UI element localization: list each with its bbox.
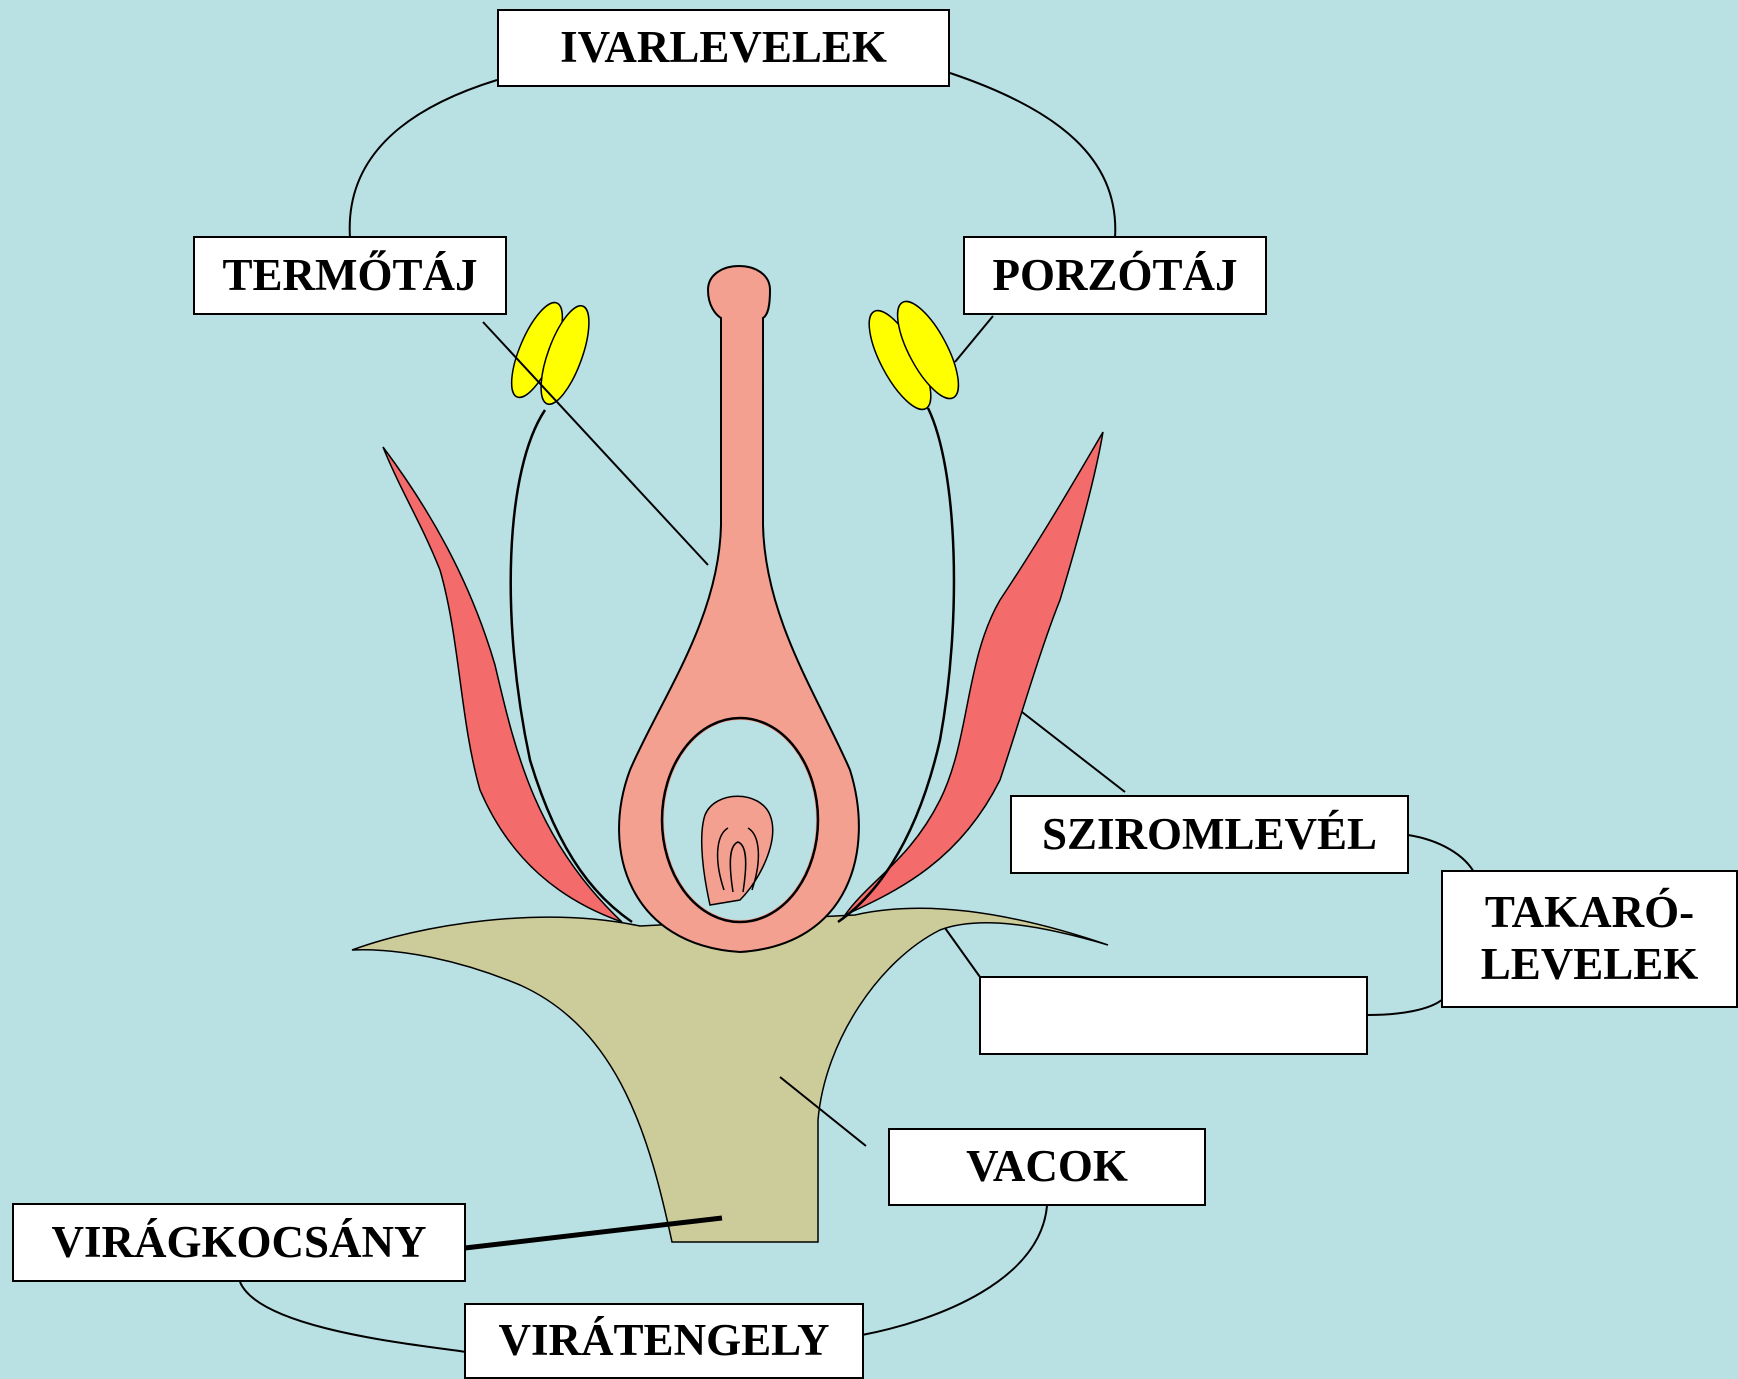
connector-sziromlevel-takarolevelek <box>1408 835 1475 874</box>
label-porzotaj: PORZÓTÁJ <box>963 236 1267 315</box>
pointer-csezelevel <box>945 928 980 977</box>
label-viragkocsany-text: VIRÁGKOCSÁNY <box>51 1217 426 1269</box>
anther-left <box>501 296 598 409</box>
connector-csezelevel-takarolevelek <box>1368 999 1443 1015</box>
label-porzotaj-text: PORZÓTÁJ <box>992 250 1237 302</box>
connector-viragkocsany-viratengely <box>240 1282 466 1352</box>
label-sziromlevel-text: SZIROMLEVÉL <box>1042 809 1377 861</box>
label-csezelevel <box>979 976 1368 1055</box>
label-vacok: VACOK <box>888 1128 1206 1206</box>
connector-ivarlevelek-termotaj <box>350 80 497 238</box>
label-viratengely-text: VIRÁTENGELY <box>499 1315 830 1367</box>
connector-vacok-viratengely <box>862 1206 1047 1335</box>
label-ivarlevelek: IVARLEVELEK <box>497 9 950 87</box>
pointer-termotaj <box>483 322 708 565</box>
label-sziromlevel: SZIROMLEVÉL <box>1010 795 1409 874</box>
pointer-porzotaj <box>955 316 993 362</box>
pointer-sziromlevel <box>1022 712 1125 792</box>
label-ivarlevelek-text: IVARLEVELEK <box>560 22 887 74</box>
label-takarolevelek-line1: TAKARÓ- <box>1485 887 1694 939</box>
label-takarolevelek-line2: LEVELEK <box>1481 939 1699 991</box>
connector-ivarlevelek-porzotaj <box>950 73 1115 238</box>
label-vacok-text: VACOK <box>966 1141 1128 1193</box>
label-termotaj-text: TERMŐTÁJ <box>222 250 477 302</box>
label-viratengely: VIRÁTENGELY <box>464 1303 864 1379</box>
petal-left <box>383 447 622 922</box>
anther-right <box>857 293 970 417</box>
label-viragkocsany: VIRÁGKOCSÁNY <box>12 1203 466 1282</box>
label-termotaj: TERMŐTÁJ <box>193 236 507 315</box>
label-takarolevelek: TAKARÓ- LEVELEK <box>1441 870 1738 1008</box>
